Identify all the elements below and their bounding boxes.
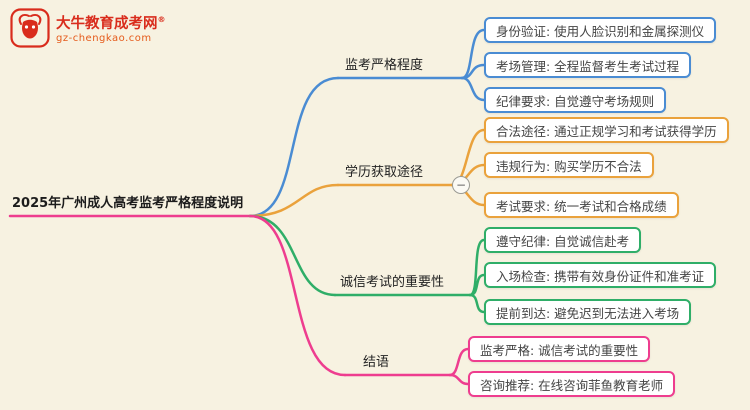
branch2-connectors [333,238,486,314]
bull-logo-icon [10,8,50,48]
node-exam-requirement[interactable]: 考试要求: 统一考试和合格成绩 [484,192,679,218]
collapse-toggle-button[interactable]: − [452,176,470,194]
branch-label-integrity-importance[interactable]: 诚信考试的重要性 [340,275,445,290]
branch-label-exam-strictness[interactable]: 监考严格程度 [345,58,424,73]
branch-label-diploma-paths[interactable]: 学历获取途径 [345,165,424,180]
registered-mark: ® [157,15,166,25]
root-connectors [8,76,347,377]
branch0-connectors [336,28,486,102]
logo-text: 大牛教育成考网® gz-chengkao.com [56,11,166,45]
node-obey-discipline[interactable]: 遵守纪律: 自觉诚信赴考 [484,227,642,253]
node-entry-check[interactable]: 入场检查: 携带有效身份证件和准考证 [484,262,717,288]
node-consult-recommendation[interactable]: 咨询推荐: 在线咨询菲鱼教育老师 [468,371,676,397]
node-strict-summary[interactable]: 监考严格: 诚信考试的重要性 [468,336,651,362]
logo-title: 大牛教育成考网 [56,15,158,32]
branch3-connectors [343,347,470,386]
root-node[interactable]: 2025年广州成人高考监考严格程度说明 [12,196,244,211]
node-arrive-early[interactable]: 提前到达: 避免迟到无法进入考场 [484,299,692,325]
node-legal-path[interactable]: 合法途径: 通过正规学习和考试获得学历 [484,117,729,143]
node-illegal-behavior[interactable]: 违规行为: 购买学历不合法 [484,152,654,178]
node-identity-verification[interactable]: 身份验证: 使用人脸识别和金属探测仪 [484,17,717,43]
site-logo[interactable]: 大牛教育成考网® gz-chengkao.com [10,8,166,48]
node-exam-room-management[interactable]: 考场管理: 全程监督考生考试过程 [484,52,692,78]
node-discipline-requirement[interactable]: 纪律要求: 自觉遵守考场规则 [484,87,667,113]
branch-label-conclusion[interactable]: 结语 [363,355,390,370]
logo-subtitle: gz-chengkao.com [56,32,152,44]
